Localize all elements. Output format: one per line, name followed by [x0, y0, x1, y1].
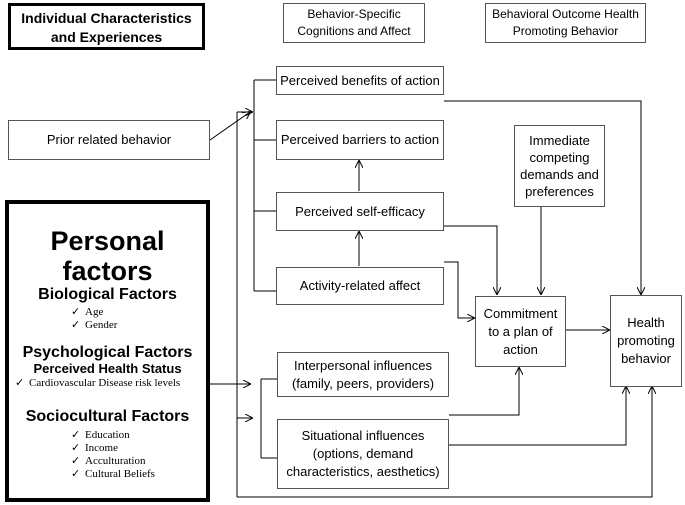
- box-label: (family, peers, providers): [291, 375, 435, 391]
- box-label: demands and: [520, 167, 599, 182]
- item-label: Acculturation: [85, 455, 146, 467]
- arrow-prior-to-cognitions: [209, 112, 250, 141]
- list-item: ✓ Income: [71, 442, 118, 454]
- check-icon: ✓: [71, 319, 81, 331]
- header-line: Behavior-Specific: [307, 7, 401, 21]
- box-prior-behavior: Prior related behavior: [8, 120, 210, 160]
- box-label: Perceived barriers to action: [280, 132, 440, 147]
- box-label: Commitment: [483, 305, 558, 321]
- sociocultural-factors-heading: Sociocultural Factors: [25, 408, 190, 425]
- arrow-bottom-to-health: [237, 387, 652, 498]
- header-individual-characteristics: Individual Characteristics and Experienc…: [8, 3, 205, 50]
- box-label: behavior: [621, 351, 671, 366]
- item-label: Education: [85, 429, 130, 441]
- header-line: Cognitions and Affect: [297, 24, 411, 38]
- item-label: Age: [85, 306, 104, 318]
- list-item: ✓ Age: [71, 306, 103, 318]
- box-personal-factors: Personal factors Biological Factors ✓ Age…: [5, 200, 210, 502]
- header-cognitions: Behavior-Specific Cognitions and Affect: [283, 3, 425, 43]
- box-perceived-barriers: Perceived barriers to action: [276, 120, 444, 160]
- box-commitment: Commitment to a plan of action: [475, 296, 566, 367]
- list-item: ✓ Education: [71, 429, 130, 441]
- box-label: Immediate: [529, 133, 590, 148]
- arrow-benefits-to-health: [444, 100, 641, 294]
- header-outcome: Behavioral Outcome Health Promoting Beha…: [485, 3, 646, 43]
- box-label: to a plan of: [488, 323, 553, 339]
- list-item: ✓ Cultural Beliefs: [71, 468, 155, 480]
- box-label: promoting: [617, 333, 675, 348]
- arrow-affect-to-commitment: [444, 261, 474, 318]
- check-icon: ✓: [71, 455, 81, 467]
- box-label: Activity-related affect: [299, 278, 421, 293]
- list-item: ✓ Acculturation: [71, 455, 145, 467]
- box-label: Perceived benefits of action: [280, 72, 440, 88]
- box-label: Perceived self-efficacy: [295, 203, 425, 219]
- box-activity-affect: Activity-related affect: [276, 267, 444, 305]
- biological-factors-heading: Biological Factors: [38, 286, 177, 303]
- personal-factors-title: Personal factors: [50, 226, 165, 286]
- box-interpersonal-influences: Interpersonal influences (family, peers,…: [277, 352, 449, 397]
- check-icon: ✓: [71, 306, 81, 318]
- box-label: competing: [529, 150, 590, 165]
- arrow-efficacy-to-commitment: [444, 225, 497, 294]
- check-icon: ✓: [71, 468, 81, 480]
- box-immediate-demands: Immediate competing demands and preferen…: [514, 125, 605, 207]
- box-label: preferences: [525, 184, 594, 199]
- box-health-behavior: Health promoting behavior: [610, 295, 682, 387]
- check-icon: ✓: [71, 442, 81, 454]
- item-label: Cardiovascular Disease risk levels: [29, 377, 181, 389]
- box-label: Interpersonal influences: [293, 357, 433, 373]
- list-item: ✓ Gender: [71, 319, 117, 331]
- check-icon: ✓: [15, 377, 25, 389]
- header-line: Promoting Behavior: [512, 24, 619, 38]
- box-label: action: [503, 341, 538, 357]
- box-label: Health: [627, 315, 665, 330]
- perceived-health-status-heading: Perceived Health Status: [33, 361, 182, 376]
- header-line: and Experiences: [50, 29, 163, 45]
- item-label: Gender: [85, 319, 118, 331]
- header-line: Individual Characteristics: [21, 10, 192, 26]
- box-label: Prior related behavior: [46, 132, 172, 147]
- box-label: Situational influences: [301, 428, 425, 443]
- header-line: Behavioral Outcome Health: [492, 7, 639, 21]
- check-icon: ✓: [71, 429, 81, 441]
- item-label: Cultural Beliefs: [85, 468, 155, 480]
- psychological-factors-heading: Psychological Factors: [22, 344, 193, 361]
- box-label: characteristics, aesthetics): [286, 464, 440, 479]
- box-label: (options, demand: [312, 446, 414, 461]
- box-perceived-benefits: Perceived benefits of action: [276, 66, 444, 95]
- box-situational-influences: Situational influences (options, demand …: [277, 419, 449, 489]
- arrow-situational-to-health: [449, 387, 626, 446]
- arrow-interpersonal-to-commitment: [449, 368, 519, 416]
- list-item: ✓ Cardiovascular Disease risk levels: [15, 377, 180, 389]
- item-label: Income: [85, 442, 118, 454]
- box-self-efficacy: Perceived self-efficacy: [276, 192, 444, 231]
